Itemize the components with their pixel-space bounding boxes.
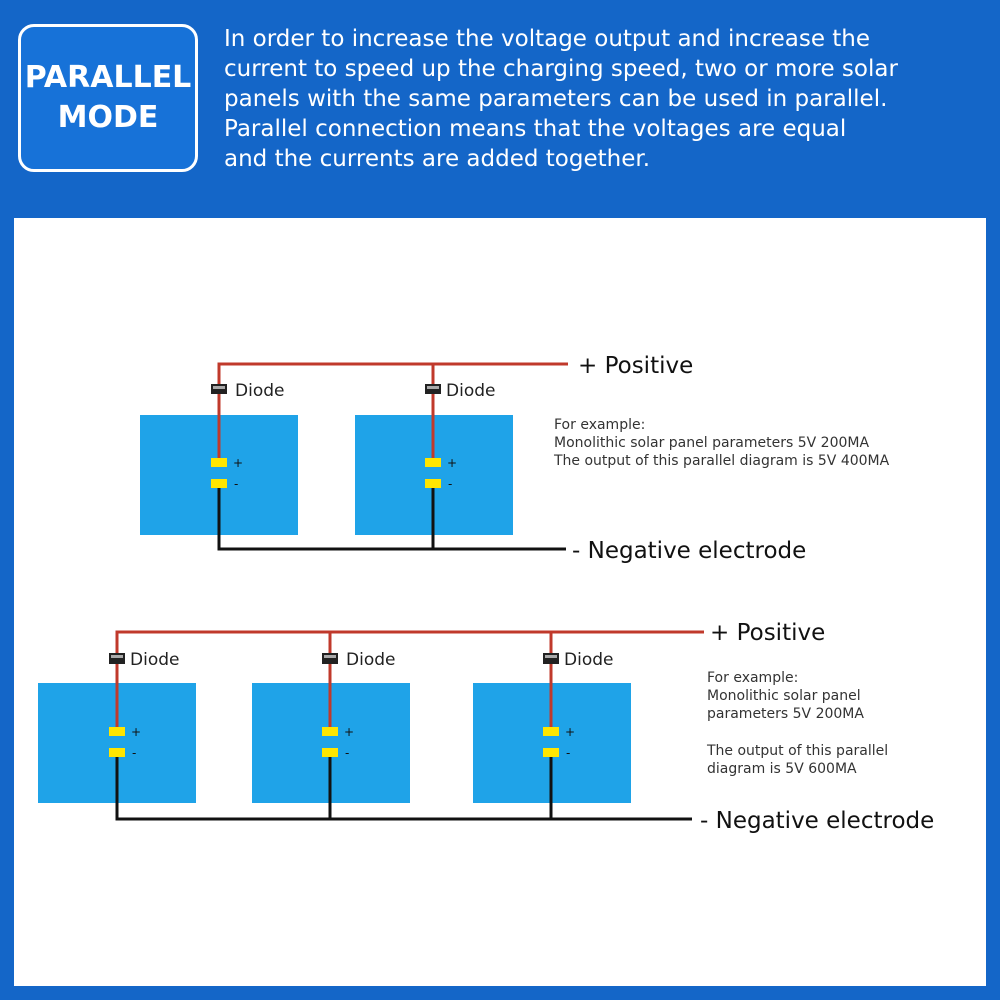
minus-sign: - <box>448 477 452 491</box>
negative-terminal <box>322 748 338 757</box>
diode-label: Diode <box>346 650 395 670</box>
example-note-line: parameters 5V 200MA <box>707 706 864 722</box>
diode-icon <box>543 653 559 664</box>
minus-sign: - <box>234 477 238 491</box>
positive-terminal <box>109 727 125 736</box>
positive-wire <box>217 362 568 462</box>
intro-line: Parallel connection means that the volta… <box>224 116 847 142</box>
diagram-two-panels: Diode Diode + - + - + Positive - Negativ… <box>140 353 890 564</box>
diode-icon <box>109 653 125 664</box>
diode-icon <box>211 384 227 394</box>
positive-label: + Positive <box>710 620 825 646</box>
intro-line: panels with the same parameters can be u… <box>224 86 888 112</box>
diode-label: Diode <box>130 650 179 670</box>
example-note-line: The output of this parallel diagram is 5… <box>553 453 890 469</box>
plus-sign: + <box>447 456 457 470</box>
negative-wire <box>217 486 566 551</box>
example-note-line: For example: <box>554 417 645 433</box>
plus-sign: + <box>131 725 141 739</box>
negative-label: - Negative electrode <box>572 538 806 564</box>
diode-label: Diode <box>564 650 613 670</box>
example-note-line: Monolithic solar panel <box>707 688 861 704</box>
plus-sign: + <box>233 456 243 470</box>
negative-wire <box>115 755 692 821</box>
diode-label: Diode <box>446 381 495 401</box>
negative-terminal <box>109 748 125 757</box>
intro-line: In order to increase the voltage output … <box>224 26 871 52</box>
intro-text: In order to increase the voltage output … <box>224 24 990 174</box>
badge-line-2: MODE <box>57 100 159 135</box>
minus-sign: - <box>132 746 136 760</box>
plus-sign: + <box>344 725 354 739</box>
positive-label: + Positive <box>578 353 693 379</box>
plus-sign: + <box>565 725 575 739</box>
intro-line: and the currents are added together. <box>224 146 651 172</box>
diode-label: Diode <box>235 381 284 401</box>
example-note-line: Monolithic solar panel parameters 5V 200… <box>554 435 869 451</box>
positive-wire <box>115 630 704 731</box>
minus-sign: - <box>345 746 349 760</box>
badge-line-1: PARALLEL <box>24 60 192 95</box>
diagram-panel <box>14 218 986 986</box>
mode-badge: PARALLEL MODE <box>18 24 198 172</box>
negative-terminal <box>425 479 441 488</box>
diode-icon <box>322 653 338 664</box>
example-note-line: diagram is 5V 600MA <box>707 761 857 777</box>
diode-icon <box>425 384 441 394</box>
positive-terminal <box>211 458 227 467</box>
diagram-three-panels: Diode Diode Diode + - + - + - + Positive… <box>38 620 934 834</box>
header: PARALLEL MODE In order to increase the v… <box>0 0 1000 205</box>
negative-terminal <box>211 479 227 488</box>
positive-terminal <box>425 458 441 467</box>
positive-terminal <box>322 727 338 736</box>
example-note-line: For example: <box>707 670 798 686</box>
positive-terminal <box>543 727 559 736</box>
negative-terminal <box>543 748 559 757</box>
minus-sign: - <box>566 746 570 760</box>
example-note-line: The output of this parallel <box>706 743 888 759</box>
negative-label: - Negative electrode <box>700 808 934 834</box>
intro-line: current to speed up the charging speed, … <box>224 56 898 82</box>
